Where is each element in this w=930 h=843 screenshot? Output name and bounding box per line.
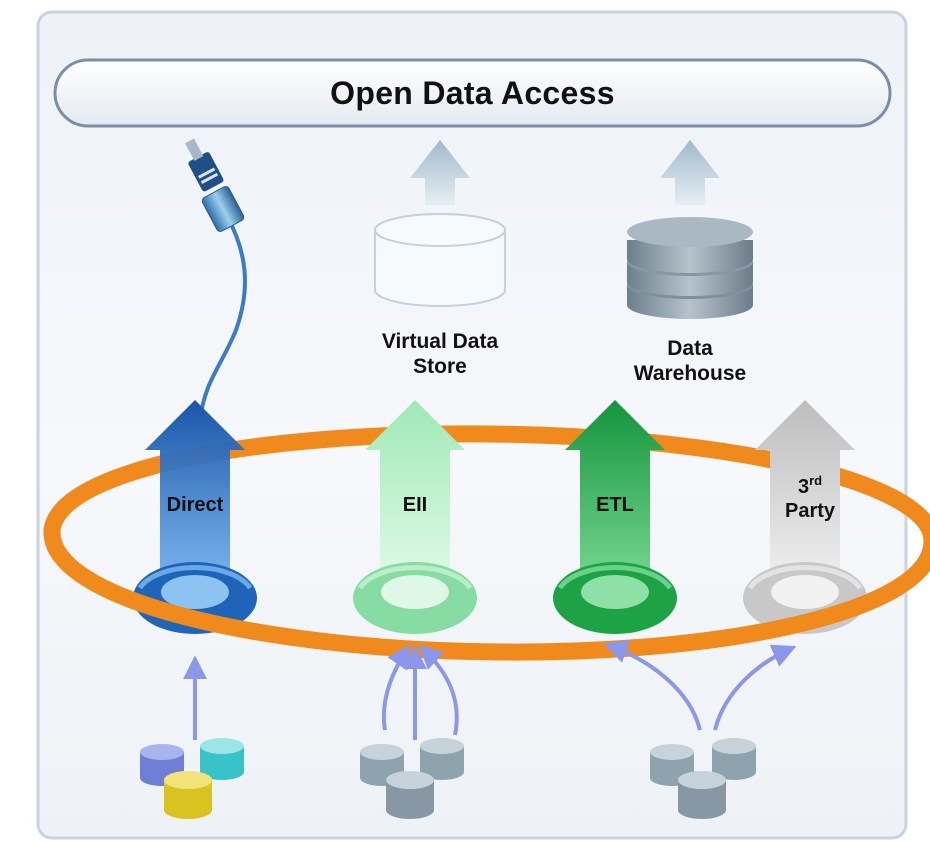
virtual-data-store-label: Virtual Data Store [335, 330, 545, 380]
eii-cycle-icon [353, 562, 477, 634]
third-party-suffix: rd [809, 473, 823, 488]
third-party-arrow [755, 400, 855, 600]
eii-label: EII [402, 494, 428, 516]
ring-front [43, 521, 930, 661]
plug-cable-icon [185, 138, 247, 421]
third-party-number: 3 [797, 476, 810, 498]
eii-arrow [365, 400, 465, 600]
data-warehouse-line2: Warehouse [633, 361, 747, 385]
direct-label: Direct [166, 494, 224, 516]
diagram-title: Open Data Access [330, 75, 615, 111]
source-arrows [183, 640, 797, 740]
virtual-data-store-line1: Virtual Data [381, 330, 499, 353]
virtual-data-store-line2: Store [413, 354, 467, 378]
virtual-database-icon [374, 213, 506, 307]
warehouse-database-icon [627, 217, 753, 319]
up-arrow-icon [660, 140, 720, 205]
etl-arrow [565, 400, 665, 600]
data-warehouse-line1: Data [667, 337, 713, 360]
up-arrow-icon [410, 140, 470, 205]
etl-cycle-icon [553, 562, 677, 634]
diagram-panel [36, 10, 908, 840]
ring-back [43, 425, 930, 549]
data-warehouse-label: Data Warehouse [585, 337, 795, 387]
third-party-party: Party [784, 499, 836, 522]
database-stack-icon [140, 738, 756, 819]
direct-arrow [145, 400, 245, 600]
title-bar [53, 58, 892, 128]
etl-label: ETL [596, 494, 634, 516]
third-party-label: 3rd Party [765, 473, 855, 523]
